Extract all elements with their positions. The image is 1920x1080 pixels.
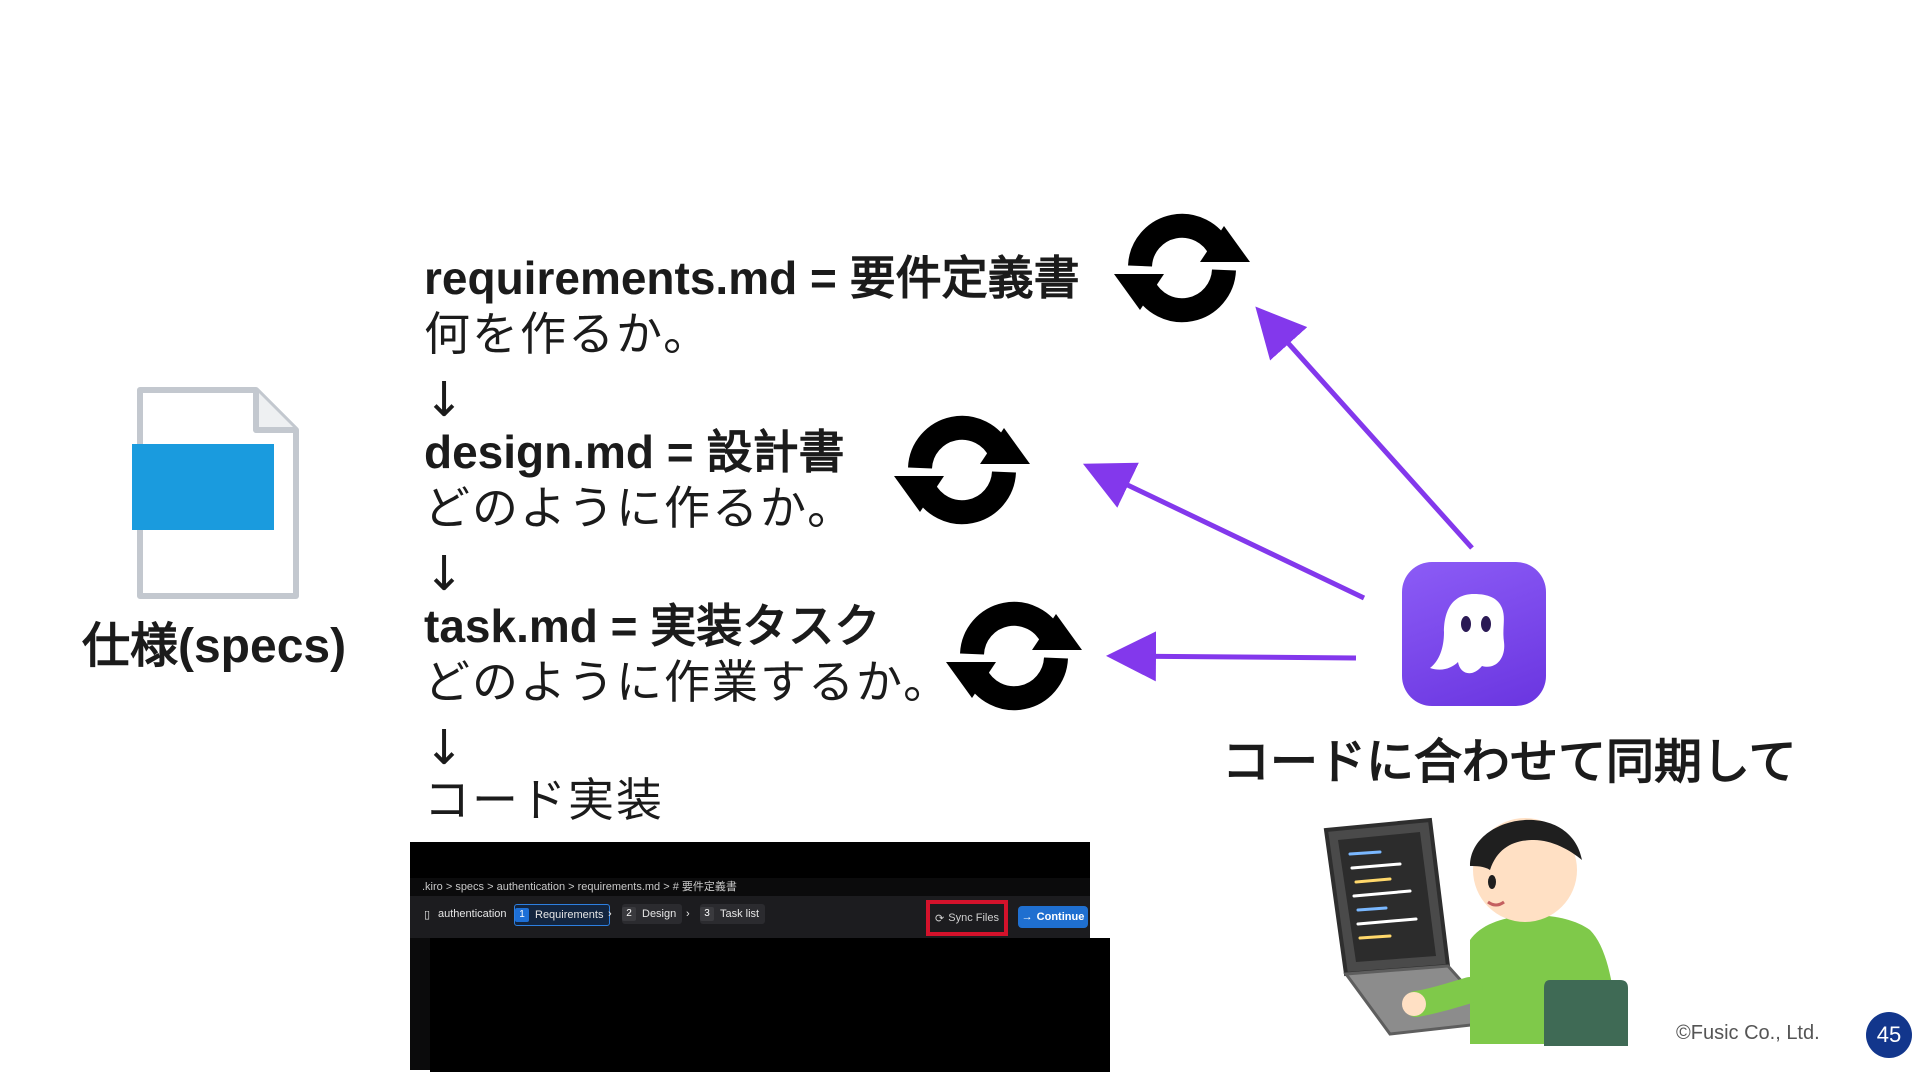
sync-icon (1114, 213, 1250, 323)
design-title: design.md = 設計書 (424, 426, 845, 478)
chevron-right-icon: › (686, 908, 690, 920)
requirements-description: 何を作るか。 (424, 307, 712, 361)
tab-requirements[interactable]: 1 Requirements (514, 904, 611, 926)
arrow-to-requirements (1255, 306, 1474, 550)
tab-label: Requirements (535, 909, 604, 921)
spec-toolbar: ▯ authentication 1 Requirements › 2 Desi… (410, 896, 1090, 938)
design-description: どのように作るか。 (424, 481, 856, 535)
editor-screenshot: .kiro > specs > authentication > require… (410, 842, 1110, 1072)
tab-label: Design (642, 908, 677, 920)
arrow-to-design (1082, 462, 1366, 601)
code-implementation-text: コード実装 (424, 773, 664, 827)
tab-number: 2 (622, 907, 636, 921)
sync-icon (946, 601, 1082, 711)
spec-icon: ▯ (424, 909, 431, 921)
sync-caption: コードに合わせて同期して (1222, 734, 1797, 790)
continue-label: Continue (1036, 911, 1085, 923)
editor-content-area (430, 938, 1110, 1072)
sync-icon (894, 415, 1030, 525)
down-arrow-2: ↓ (424, 546, 465, 602)
continue-button[interactable]: → Continue (1018, 906, 1088, 928)
ghost-app-icon (1402, 562, 1546, 706)
requirements-title: requirements.md = 要件定義書 (424, 252, 1080, 304)
tab-label: Task list (720, 908, 760, 920)
developer-illustration (1323, 817, 1628, 1046)
arrow-right-icon: → (1021, 911, 1033, 923)
copyright: ©Fusic Co., Ltd. (1676, 1022, 1820, 1044)
tab-task-list[interactable]: 3 Task list (700, 904, 766, 924)
down-arrow-3: ↓ (424, 720, 465, 776)
down-arrow-1: ↓ (424, 372, 465, 428)
spec-name: authentication (438, 908, 507, 920)
chevron-right-icon: › (608, 908, 612, 920)
specs-label: 仕様(specs) (82, 620, 347, 673)
refresh-icon: ⟳ (935, 912, 945, 925)
tab-design[interactable]: 2 Design (622, 904, 683, 924)
page-number-badge: 45 (1866, 1012, 1912, 1058)
editor-title-bar (410, 842, 1090, 878)
breadcrumb[interactable]: .kiro > specs > authentication > require… (422, 881, 737, 893)
task-description: どのように作業するか。 (424, 655, 952, 709)
sync-files-button[interactable]: ⟳ Sync Files (926, 900, 1008, 936)
arrow-to-task (1106, 631, 1357, 682)
tab-number: 3 (700, 907, 714, 921)
sync-files-label: Sync Files (948, 912, 999, 924)
tab-number: 1 (515, 908, 529, 922)
task-title: task.md = 実装タスク (424, 600, 881, 652)
document-icon (128, 384, 304, 609)
